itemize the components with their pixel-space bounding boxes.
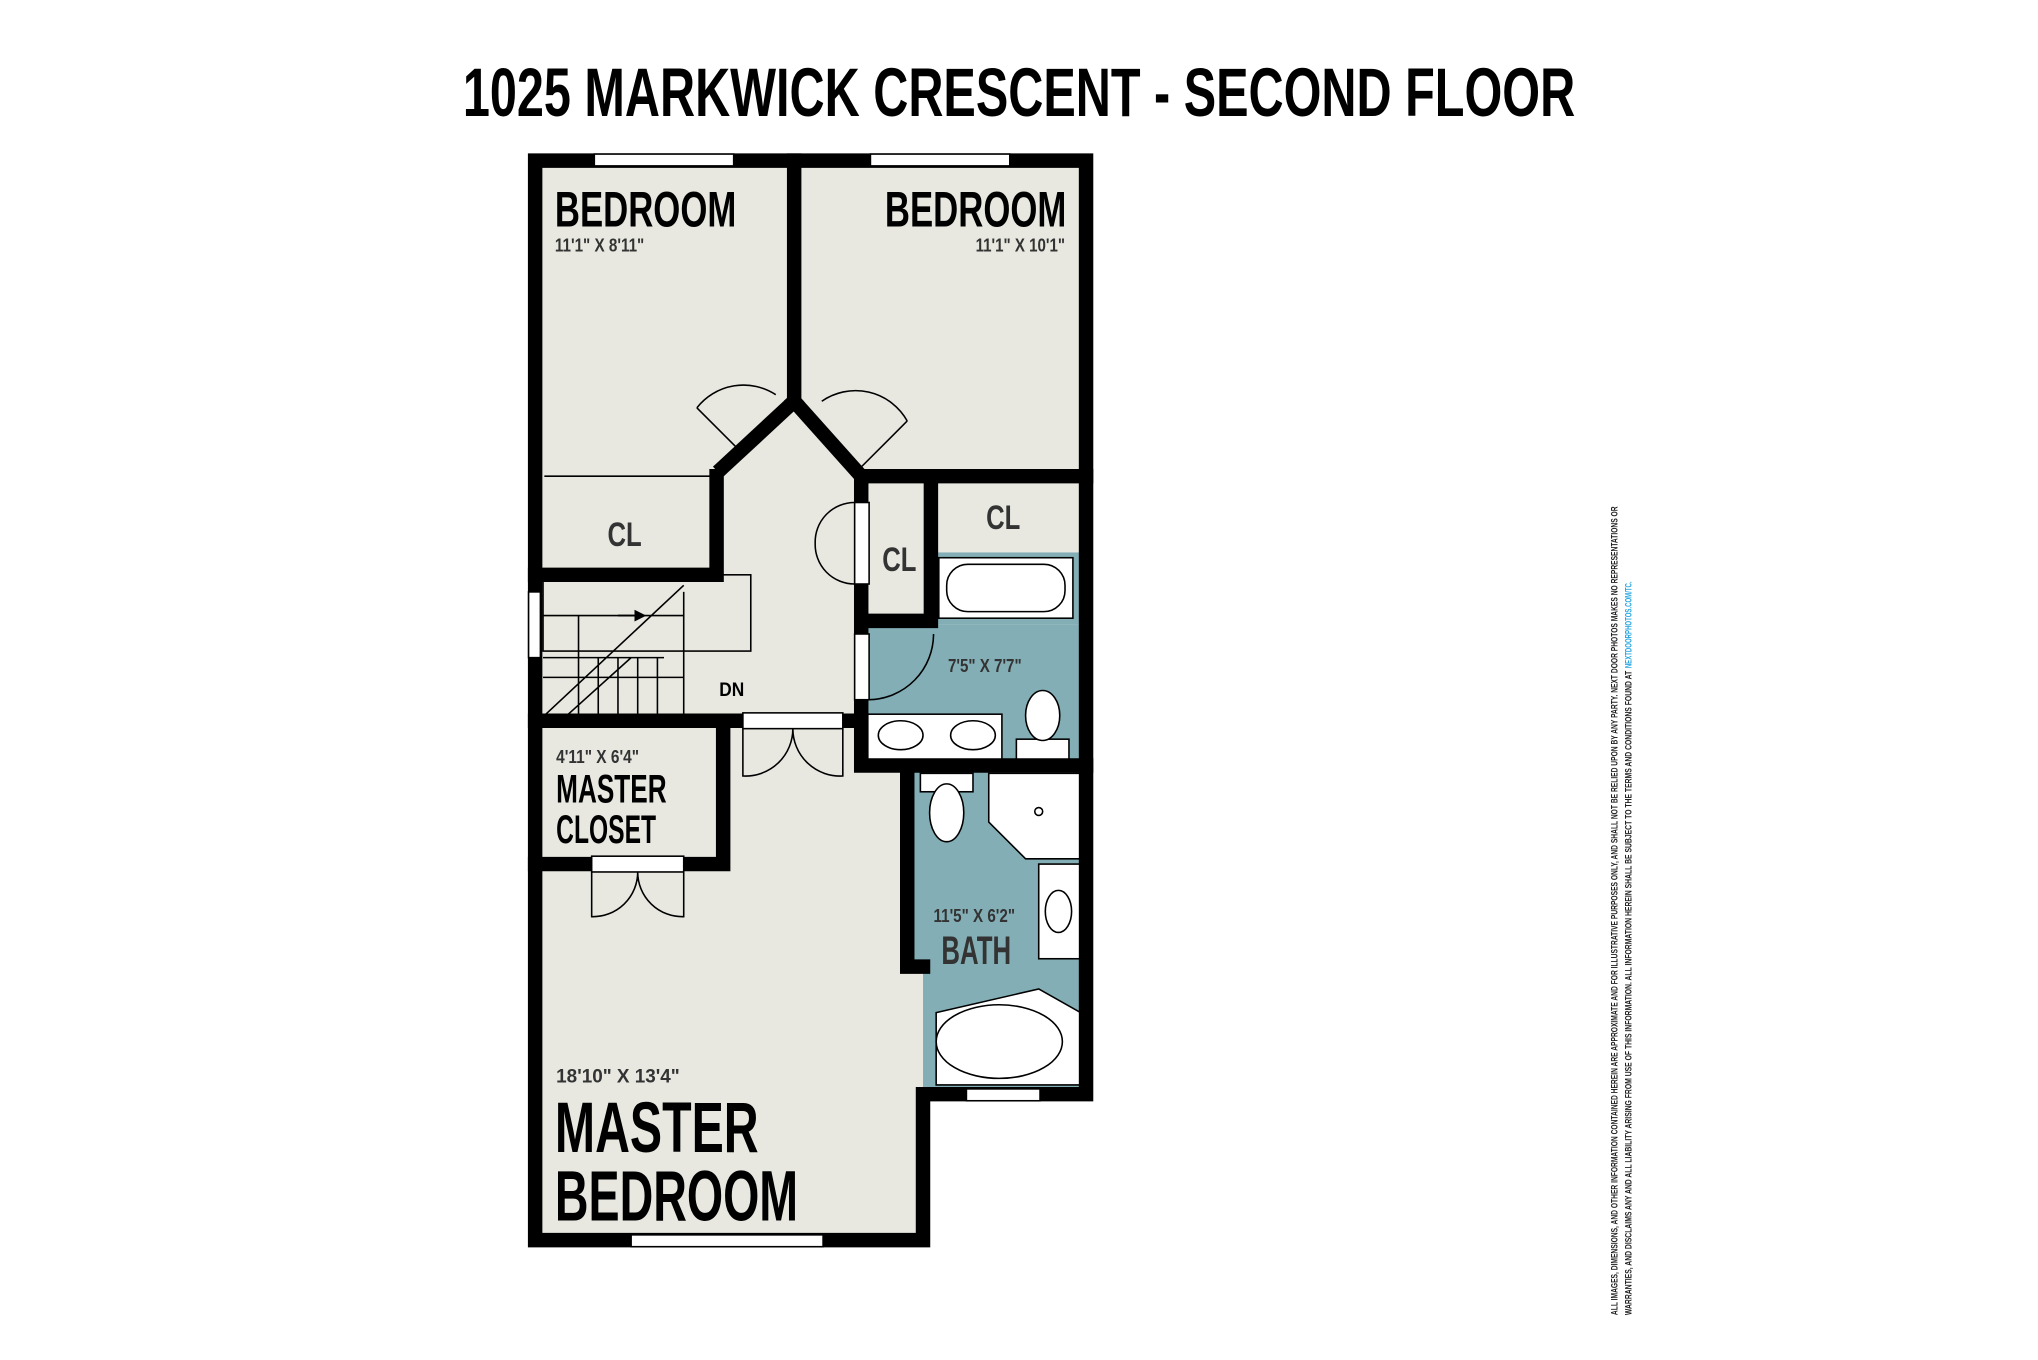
closet-left-label: CL — [607, 516, 641, 554]
closet-right-label: CL — [986, 499, 1020, 537]
staircase — [542, 574, 752, 718]
bath-dims: 11'5" X 6'2" — [934, 905, 1016, 926]
bedroom-right-dims: 11'1" X 10'1" — [976, 234, 1065, 255]
master-bedroom-label-2: BEDROOM — [555, 1157, 798, 1236]
disclaimer-line-2: WARRANTIES, AND DISCLAIMS ANY AND ALL LI… — [1624, 671, 1634, 1316]
master-closet-dims: 4'11" X 6'4" — [556, 746, 639, 767]
page-title: 1025 MARKWICK CRESCENT - SECOND FLOOR — [463, 55, 1575, 131]
doors — [544, 384, 1079, 918]
master-closet-label-1: MASTER — [556, 767, 666, 811]
walls — [527, 153, 1094, 1248]
master-bedroom-dims: 18'10" X 13'4" — [556, 1065, 680, 1087]
terms-link[interactable]: NEXTDOORPHOTOS.COM/TC. — [1624, 581, 1634, 668]
bedroom-right-label: BEDROOM — [885, 181, 1066, 237]
master-closet-label-2: CLOSET — [556, 808, 656, 852]
sink-vanity — [1037, 863, 1082, 960]
soaker-tub — [935, 988, 1082, 1086]
stairs-down-label: DN — [719, 679, 744, 701]
disclaimer: ALL IMAGES, DIMENSIONS, AND OTHER INFORM… — [1609, 506, 1633, 1315]
bedroom-left-label: BEDROOM — [555, 181, 736, 237]
closet-hall-label: CL — [882, 541, 916, 579]
double-vanity — [867, 713, 1003, 764]
master-bedroom-label-1: MASTER — [555, 1089, 759, 1168]
bathtub — [938, 556, 1074, 619]
disclaimer-line-1: ALL IMAGES, DIMENSIONS, AND OTHER INFORM… — [1609, 506, 1619, 1315]
bath-label: BATH — [941, 929, 1011, 973]
toilet-icon — [1015, 689, 1070, 763]
bedroom-left-dims: 11'1" X 8'11" — [555, 234, 644, 255]
shower — [987, 772, 1082, 860]
toilet-icon — [919, 772, 974, 843]
windows — [527, 153, 1041, 1248]
ensuite-bath-dims: 7'5" X 7'7" — [948, 655, 1022, 676]
